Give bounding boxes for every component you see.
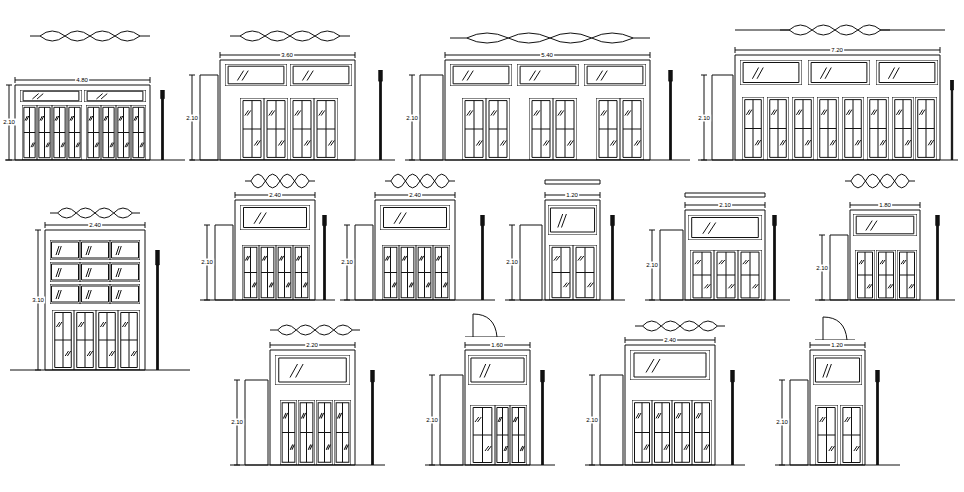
door-elevation <box>815 174 955 300</box>
dimension-label: 2.10 <box>425 417 439 424</box>
door-elevation <box>10 208 190 370</box>
dimension-label: 2.40 <box>88 222 102 229</box>
dimension-label: 7.20 <box>830 47 844 54</box>
door-elevation <box>425 314 555 465</box>
dimension-label: 2.10 <box>505 259 519 266</box>
dimension-label: 2.10 <box>718 202 732 209</box>
dimension-label: 1.20 <box>565 192 579 199</box>
door-elevation <box>340 174 495 300</box>
dimension-label: 2.10 <box>775 419 789 426</box>
dimension-label: 2.10 <box>185 115 199 122</box>
door-elevation <box>585 321 745 465</box>
dimension-label: 2.10 <box>815 265 829 272</box>
door-elevation <box>698 25 958 160</box>
dimension-label: 2.10 <box>405 115 419 122</box>
dimension-label: 2.40 <box>663 337 677 344</box>
dimension-label: 2.10 <box>200 259 214 266</box>
dimension-label: 5.40 <box>540 52 554 59</box>
dimension-label: 1.80 <box>878 202 892 209</box>
door-elevation <box>5 31 185 160</box>
dimension-label: 1.20 <box>830 342 844 349</box>
dimension-label: 3.60 <box>280 52 294 59</box>
dimension-label: 2.10 <box>645 262 659 269</box>
dimension-label: 2.40 <box>408 192 422 199</box>
dimension-label: 1.60 <box>490 342 504 349</box>
dimension-label: 2.10 <box>697 115 711 122</box>
door-elevation <box>230 325 385 465</box>
dimension-label: 2.40 <box>268 192 282 199</box>
dimension-label: 2.10 <box>230 419 244 426</box>
dimension-label: 2.10 <box>340 259 354 266</box>
dimension-label: 2.20 <box>305 342 319 349</box>
door-elevation <box>775 317 900 465</box>
door-elevation <box>645 193 790 300</box>
door-elevation <box>405 33 690 160</box>
dimension-label: 3.10 <box>31 297 45 304</box>
dimension-label: 2.10 <box>585 417 599 424</box>
dimension-label: 2.10 <box>2 119 16 126</box>
door-elevation <box>200 174 335 300</box>
door-elevation <box>189 31 395 160</box>
door-elevation <box>505 180 625 300</box>
dimension-label: 4.80 <box>75 77 89 84</box>
